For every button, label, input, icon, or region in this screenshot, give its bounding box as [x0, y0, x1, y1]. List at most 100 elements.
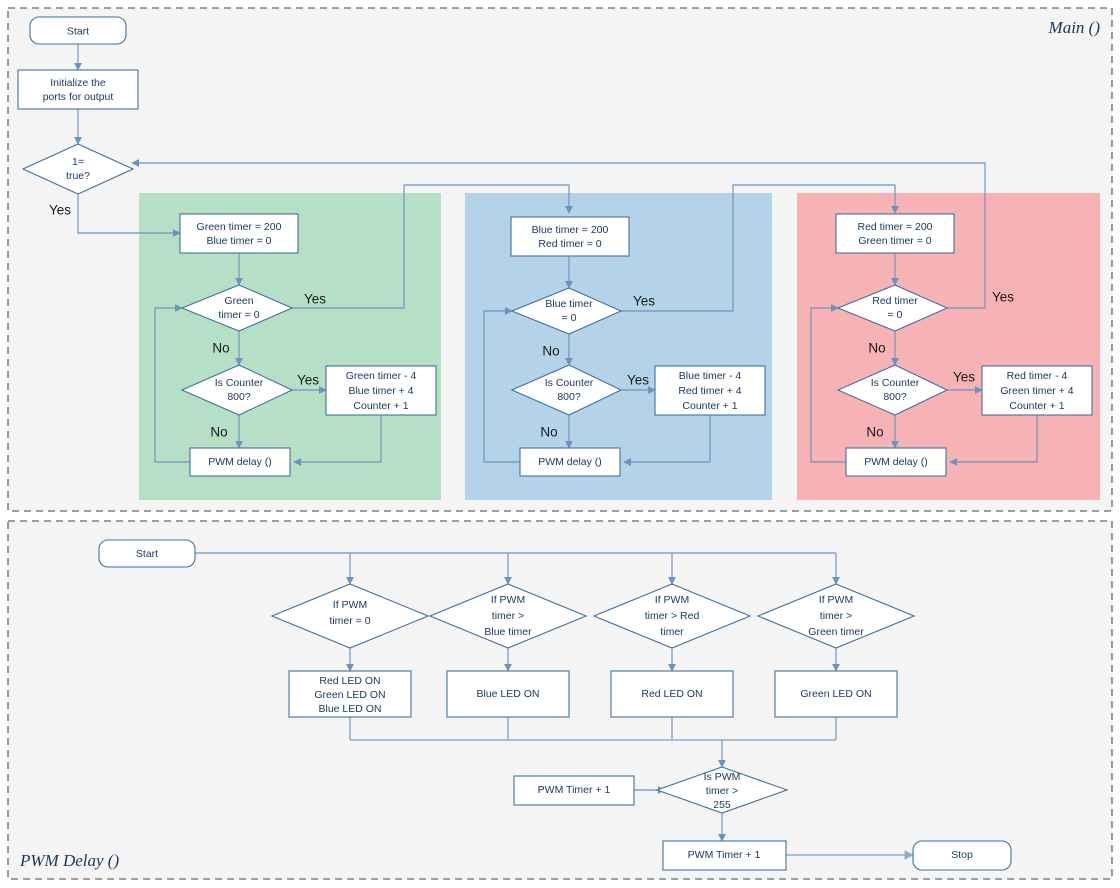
main-start-label: Start: [67, 25, 89, 37]
pwm-decision-2-label-3: Blue timer: [484, 626, 532, 638]
red-counter-decision[interactable]: [836, 364, 949, 416]
blue-adjust-label-2: Red timer + 4: [678, 385, 741, 397]
green-timer-decision[interactable]: [180, 284, 294, 332]
connector-green-yes-to-blue: [292, 184, 574, 309]
pwm-decision-4[interactable]: [756, 583, 916, 649]
pwm-action-1-label-2: Green LED ON: [314, 689, 385, 701]
green-adjust-label-1: Green timer - 4: [346, 370, 417, 382]
green-counter-yes-label: Yes: [297, 373, 319, 388]
green-adjust-label-3: Counter + 1: [353, 400, 408, 412]
pwm-start-node[interactable]: [98, 539, 196, 568]
red-set-label-2: Green timer = 0: [858, 235, 931, 247]
pwm-decision-1-label-1: If PWM: [333, 599, 367, 611]
pwm-decision-3[interactable]: [592, 583, 752, 649]
pwm-decision-3-label-1: If PWM: [655, 594, 689, 606]
connector-loop-yes-to-green: [77, 194, 181, 238]
green-counter-decision-label-1: Is Counter: [215, 377, 264, 389]
main-init-node[interactable]: [17, 69, 139, 110]
red-pwm-delay-node[interactable]: [845, 447, 947, 477]
green-pwm-delay-label: PWM delay (): [208, 456, 272, 468]
green-timer-no-label: No: [212, 341, 229, 356]
pwm-decision-4-label-1: If PWM: [819, 594, 853, 606]
green-counter-decision-label-2: 800?: [227, 391, 251, 403]
green-timer-yes-label: Yes: [304, 292, 326, 307]
blue-timer-decision[interactable]: [510, 287, 623, 335]
red-adjust-node[interactable]: [981, 365, 1093, 416]
connector-red-delay-to-cond: [810, 303, 846, 463]
pwm-check-decision[interactable]: [655, 766, 789, 814]
pwm-decision-2-label-2: timer >: [492, 610, 524, 622]
blue-counter-decision-label-1: Is Counter: [545, 377, 594, 389]
blue-counter-no-label: No: [540, 425, 557, 440]
pwm-decision-1[interactable]: [270, 583, 430, 649]
red-counter-decision-label-1: Is Counter: [871, 377, 920, 389]
pwm-action-1[interactable]: [288, 670, 412, 718]
blue-timer-yes-label: Yes: [633, 294, 655, 309]
pwm-decision-2[interactable]: [428, 583, 588, 649]
connector-red-adjust-to-delay: [949, 415, 1038, 467]
pwm-action-1-label-3: Blue LED ON: [318, 703, 381, 715]
blue-adjust-label-1: Blue timer - 4: [679, 370, 742, 382]
blue-pwm-delay-node[interactable]: [519, 447, 621, 477]
red-set-label-1: Red timer = 200: [858, 221, 933, 233]
red-set-node[interactable]: [835, 213, 955, 254]
main-start-node[interactable]: [29, 16, 127, 45]
pwm-action-3-label-1: Red LED ON: [641, 688, 702, 700]
blue-set-node[interactable]: [510, 216, 630, 257]
pwm-action-4[interactable]: [774, 670, 898, 718]
pwm-check-label-2: timer >: [706, 785, 738, 797]
main-init-label-2: ports for output: [43, 91, 114, 103]
red-counter-no-label: No: [866, 425, 883, 440]
pwm-decision-3-label-3: timer: [660, 626, 684, 638]
connector-blue-yes-to-red: [621, 184, 900, 312]
red-adjust-label-2: Green timer + 4: [1000, 385, 1073, 397]
red-timer-decision[interactable]: [836, 284, 949, 332]
pwm-increment-left-node[interactable]: [513, 775, 635, 806]
connector-green-delay-to-cond: [154, 303, 190, 463]
connector-blue-delay-to-cond: [483, 306, 520, 463]
pwm-increment-left-label: PWM Timer + 1: [538, 784, 611, 796]
blue-pwm-delay-label: PWM delay (): [538, 456, 602, 468]
green-counter-decision[interactable]: [180, 364, 294, 416]
blue-timer-decision-label-2: = 0: [562, 312, 577, 324]
green-pwm-delay-node[interactable]: [189, 447, 291, 477]
pwm-increment-bottom-node[interactable]: [662, 840, 787, 871]
blue-counter-decision-label-2: 800?: [557, 391, 581, 403]
red-timer-no-label: No: [868, 341, 885, 356]
pwm-action-3[interactable]: [610, 670, 734, 718]
red-timer-yes-label: Yes: [992, 290, 1014, 305]
pwm-start-label: Start: [136, 548, 158, 560]
green-set-label-1: Green timer = 200: [197, 221, 282, 233]
main-section-title: Main (): [1048, 18, 1101, 37]
pwm-stop-label: Stop: [951, 849, 973, 861]
blue-counter-decision[interactable]: [510, 364, 623, 416]
main-loop-decision-label-2: true?: [66, 170, 90, 182]
red-counter-yes-label: Yes: [953, 370, 975, 385]
red-timer-decision-label-2: = 0: [888, 309, 903, 321]
blue-timer-decision-label-1: Blue timer: [545, 298, 593, 310]
pwm-decision-4-label-2: timer >: [820, 610, 852, 622]
pwm-action-2[interactable]: [446, 670, 570, 718]
connector-red-yes-to-loop: [131, 158, 986, 309]
main-loop-decision-label-1: 1=: [72, 156, 84, 168]
connector-blue-adjust-to-delay: [623, 415, 711, 467]
green-timer-decision-label-1: Green: [224, 295, 253, 307]
green-adjust-label-2: Blue timer + 4: [348, 385, 413, 397]
green-set-node[interactable]: [179, 213, 299, 254]
main-loop-decision[interactable]: [21, 143, 135, 195]
pwm-decision-1-label-2: timer = 0: [329, 615, 370, 627]
pwm-check-label-1: Is PWM: [704, 771, 741, 783]
main-loop-yes-label: Yes: [49, 203, 71, 218]
blue-adjust-node[interactable]: [654, 365, 766, 416]
green-adjust-node[interactable]: [325, 365, 437, 416]
pwm-decision-4-label-3: Green timer: [808, 626, 864, 638]
pwm-action-1-label-1: Red LED ON: [319, 675, 380, 687]
blue-set-label-2: Red timer = 0: [538, 238, 601, 250]
green-timer-decision-label-2: timer = 0: [218, 309, 259, 321]
green-counter-no-label: No: [210, 425, 227, 440]
blue-timer-no-label: No: [542, 344, 559, 359]
red-adjust-label-3: Counter + 1: [1009, 400, 1064, 412]
blue-counter-yes-label: Yes: [627, 373, 649, 388]
pwm-stop-node[interactable]: [912, 840, 1012, 871]
